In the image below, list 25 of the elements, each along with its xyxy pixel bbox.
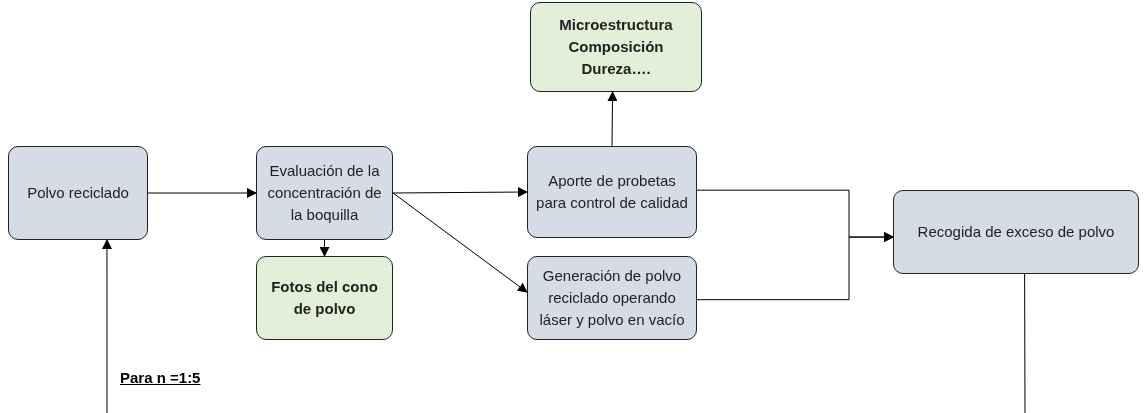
process-box [527,146,697,238]
process-box [256,146,393,240]
box-text: Polvo reciclado [27,183,129,203]
box-text: Microestructura [559,15,673,35]
loop-note: Para n =1:5 [120,368,201,388]
process-box [8,146,148,240]
arrow [392,187,528,198]
box-text: Composición [568,37,664,57]
arrow [102,239,112,413]
arrow [607,91,618,147]
result-box [530,2,702,92]
arrow [147,188,257,198]
arrow [319,239,330,257]
process-box [893,190,1139,274]
process-box [527,256,697,340]
box-text: Fotos del cono de polvo [270,277,379,319]
box-text: Evaluación de la concentración de la boquilla [266,161,383,225]
arrow [392,192,528,293]
connector-line [1024,273,1026,413]
arrow [696,232,894,301]
box-text: Aporte de probetas para control de calidad [536,171,688,213]
box-text: Recogida de exceso de polvo [917,222,1115,242]
box-text: Generación de polvo reciclado operando láser y polvo en vacío [538,266,686,330]
box-text: Dureza…. [581,59,651,79]
result-box [256,256,393,340]
